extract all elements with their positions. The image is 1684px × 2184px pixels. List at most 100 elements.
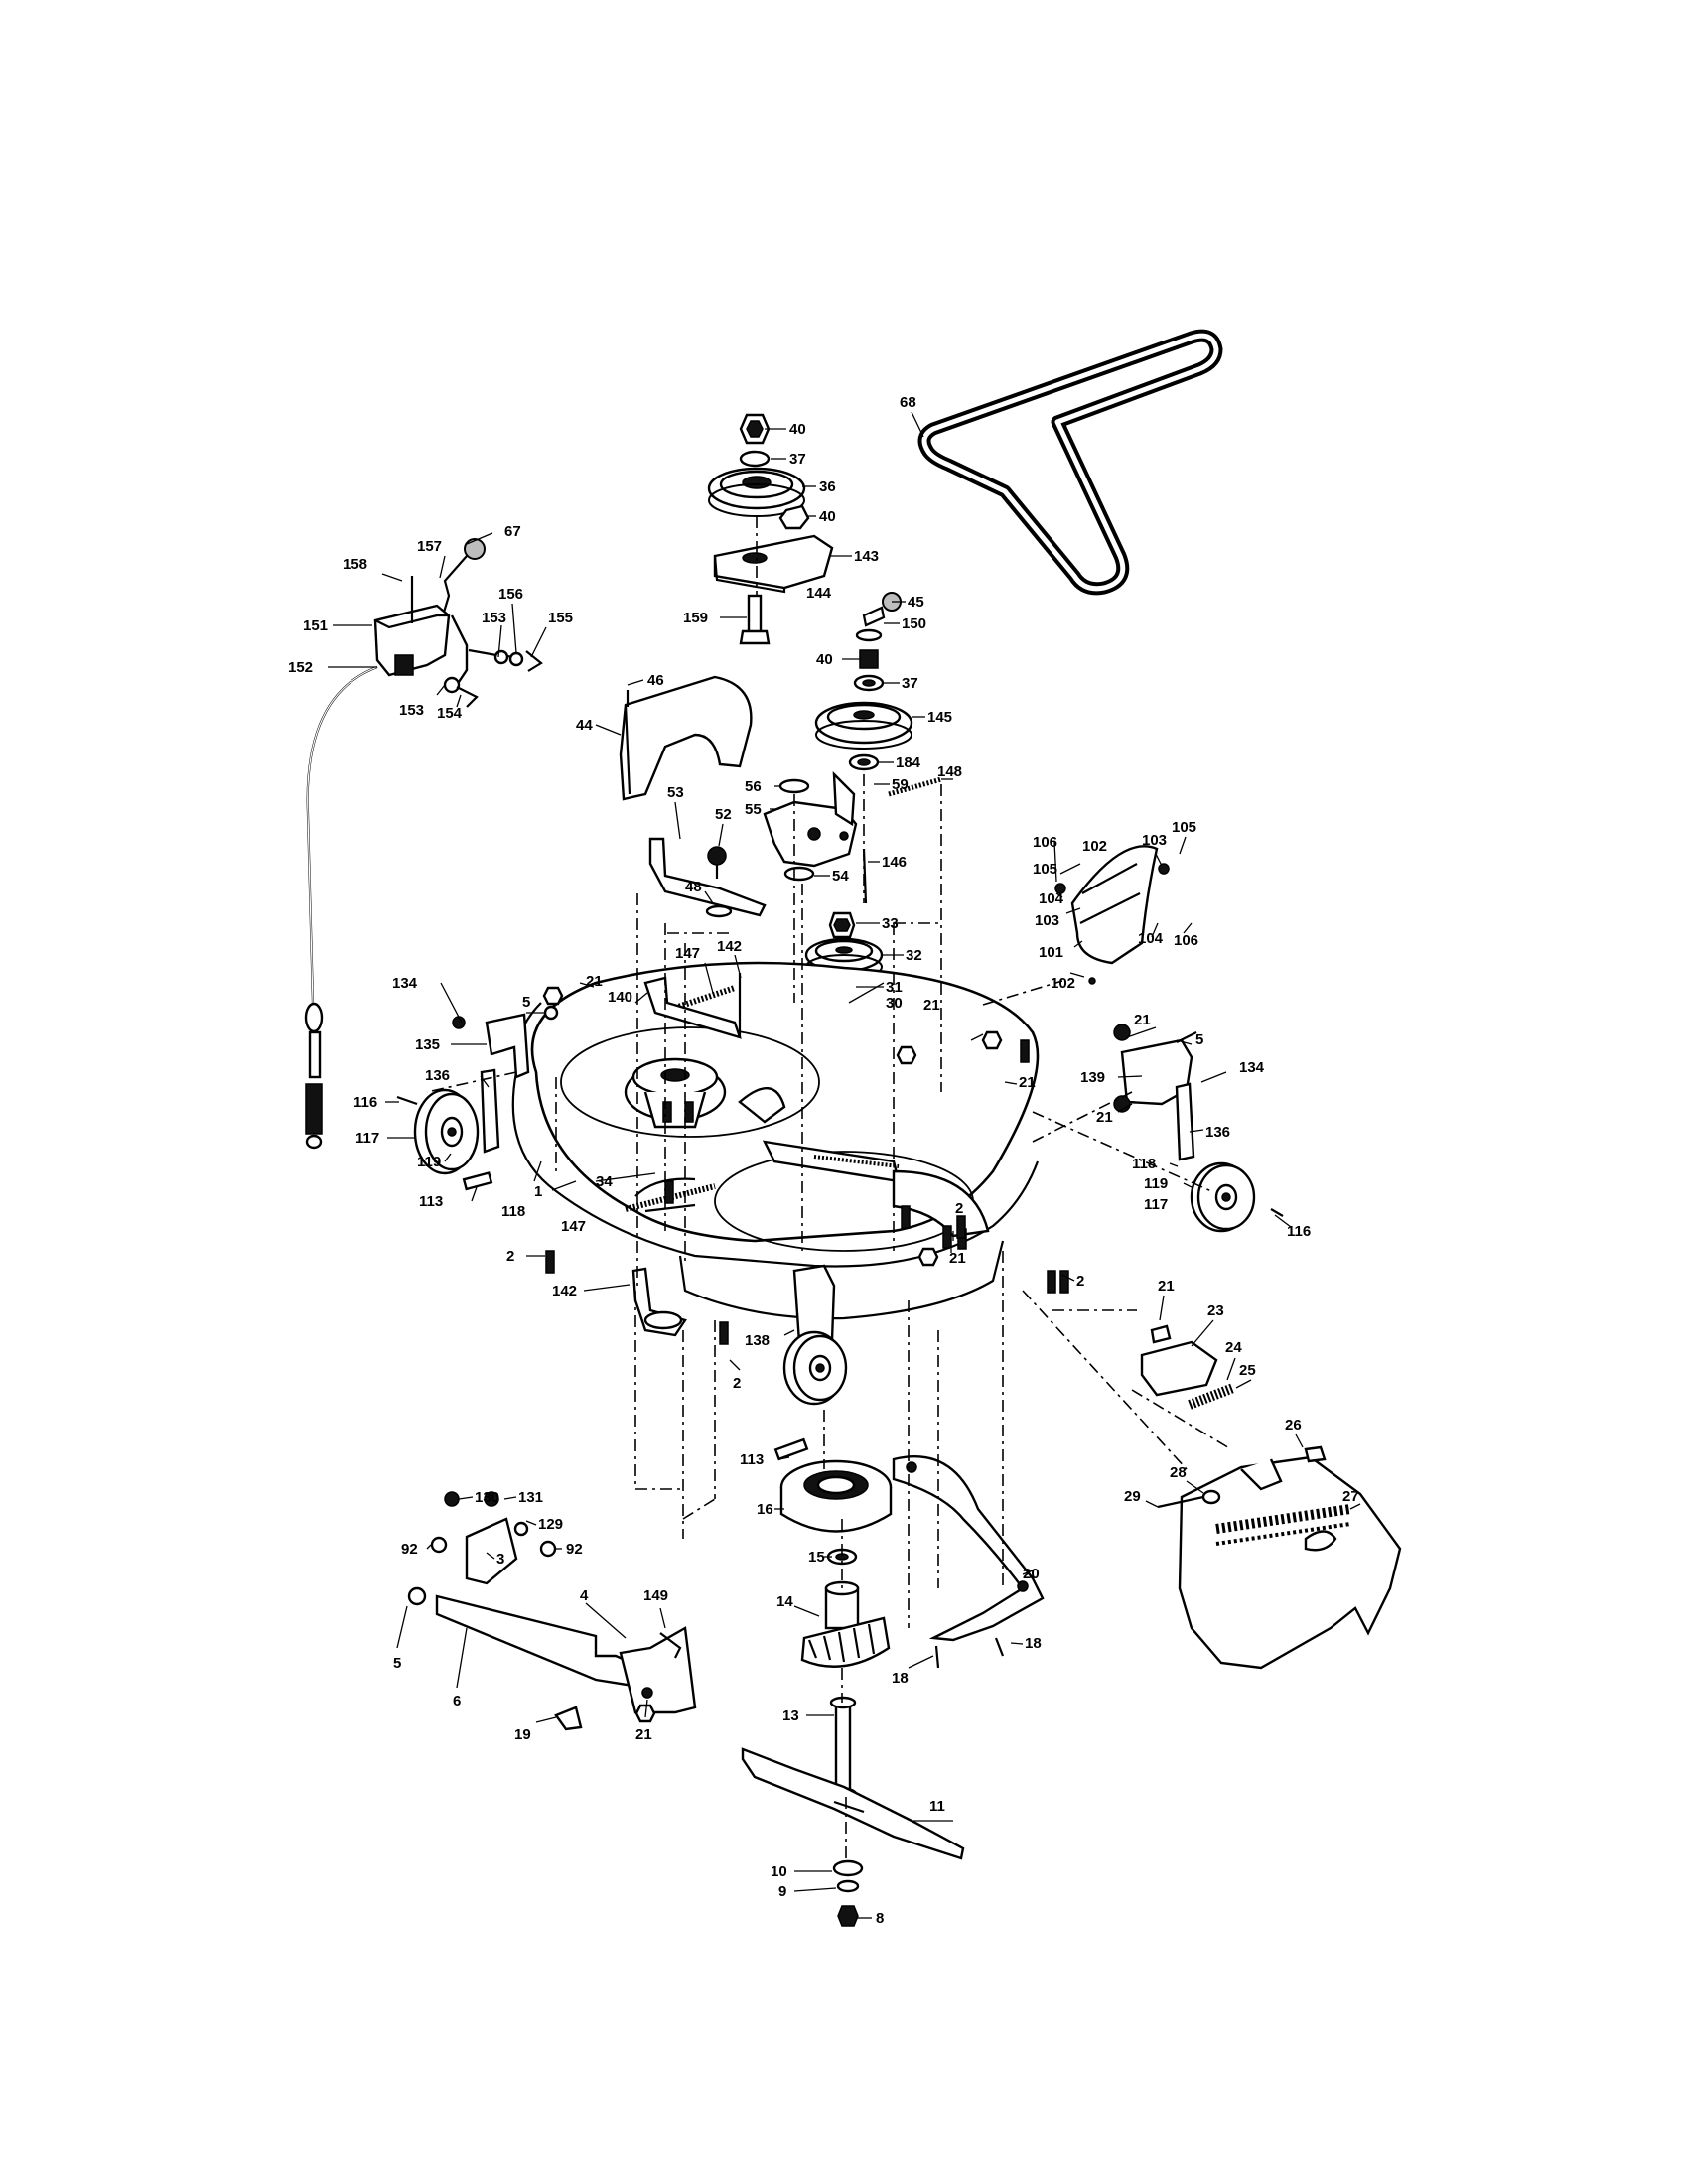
callout-134: 134	[392, 975, 418, 992]
callout-101: 101	[1039, 944, 1063, 961]
callout-45: 45	[908, 594, 924, 611]
leader-lines	[328, 411, 1361, 1919]
callout-113: 113	[740, 1451, 764, 1468]
callout-6: 6	[453, 1693, 461, 1709]
callout-146: 146	[882, 854, 907, 871]
callout-155: 155	[548, 610, 573, 626]
callout-92: 92	[401, 1541, 418, 1558]
callout-33: 33	[882, 915, 899, 932]
callout-11: 11	[929, 1798, 945, 1815]
callout-142: 142	[552, 1283, 577, 1299]
callout-21: 21	[923, 997, 940, 1014]
assembly-lines	[426, 516, 1232, 1861]
callout-23: 23	[1207, 1302, 1224, 1319]
callout-52: 52	[715, 806, 732, 823]
bracket-53	[648, 837, 767, 918]
callout-2: 2	[955, 1200, 963, 1217]
callout-21: 21	[1158, 1278, 1175, 1295]
callout-67: 67	[504, 523, 521, 540]
callout-9: 9	[778, 1883, 786, 1900]
callout-103: 103	[1035, 912, 1059, 929]
callout-29: 29	[1124, 1488, 1141, 1505]
callout-136: 136	[425, 1067, 450, 1084]
callout-8: 8	[876, 1910, 884, 1927]
lift-lever-assembly	[373, 538, 543, 708]
callout-2: 2	[1076, 1273, 1084, 1290]
callout-113: 113	[419, 1193, 443, 1210]
callout-21: 21	[586, 973, 603, 990]
callout-104: 104	[1039, 890, 1064, 907]
callout-5: 5	[1195, 1031, 1203, 1048]
callout-150: 150	[902, 615, 926, 632]
callout-labels: 68 40 37 36 40 143 144 159 45 150 40 37 …	[288, 394, 1359, 1927]
lower-link-assembly	[407, 1491, 697, 1731]
callout-55: 55	[745, 801, 762, 818]
callout-116: 116	[1287, 1223, 1311, 1240]
callout-116: 116	[353, 1094, 377, 1111]
callout-153: 153	[482, 610, 506, 626]
callout-149: 149	[643, 1587, 668, 1604]
callout-18: 18	[892, 1670, 909, 1687]
callout-13: 13	[782, 1707, 799, 1724]
callout-119: 119	[417, 1154, 441, 1170]
callout-102: 102	[1082, 838, 1107, 855]
callout-156: 156	[498, 586, 523, 603]
callout-21: 21	[949, 1250, 966, 1267]
callout-143: 143	[854, 548, 879, 565]
callout-34: 34	[596, 1173, 613, 1190]
callout-14: 14	[776, 1593, 793, 1610]
callout-136: 136	[1205, 1124, 1230, 1141]
callout-144: 144	[806, 585, 832, 602]
callout-159: 159	[683, 610, 708, 626]
callout-117: 117	[355, 1130, 379, 1147]
callout-15: 15	[808, 1549, 825, 1566]
callout-32: 32	[906, 947, 922, 964]
callout-152: 152	[288, 659, 313, 676]
callout-16: 16	[757, 1501, 773, 1518]
callout-28: 28	[1170, 1464, 1187, 1481]
callout-21: 21	[1096, 1109, 1113, 1126]
callout-36: 36	[819, 478, 836, 495]
callout-129: 129	[538, 1516, 563, 1533]
callout-2: 2	[506, 1248, 514, 1265]
callout-135: 135	[415, 1036, 440, 1053]
callout-10: 10	[771, 1863, 787, 1880]
callout-46: 46	[647, 672, 664, 689]
springs-147	[625, 985, 736, 1212]
callout-40: 40	[789, 421, 806, 438]
callout-2: 2	[733, 1375, 741, 1392]
callout-105: 105	[1172, 819, 1196, 836]
callout-54: 54	[832, 868, 849, 885]
callout-25: 25	[1239, 1362, 1256, 1379]
idler-assembly-top	[707, 413, 834, 645]
discharge-chute	[1157, 1445, 1402, 1670]
callout-18: 18	[1025, 1635, 1042, 1652]
callout-151: 151	[303, 617, 328, 634]
callout-102: 102	[1051, 975, 1075, 992]
callout-19: 19	[514, 1726, 531, 1743]
callout-131: 131	[518, 1489, 543, 1506]
right-wheel-assembly	[1113, 1024, 1284, 1233]
callout-106: 106	[1033, 834, 1057, 851]
callout-103: 103	[1142, 832, 1167, 849]
belt-guard	[619, 675, 753, 801]
mower-deck	[511, 961, 1040, 1320]
belt	[917, 329, 1223, 596]
callout-154: 154	[437, 705, 463, 722]
callout-5: 5	[522, 994, 530, 1011]
callout-30: 30	[886, 995, 903, 1012]
callout-59: 59	[892, 776, 909, 793]
callout-1: 1	[534, 1183, 542, 1200]
callout-24: 24	[1225, 1339, 1242, 1356]
callout-147: 147	[561, 1218, 586, 1235]
callout-153: 153	[399, 702, 424, 719]
callout-157: 157	[417, 538, 442, 555]
callout-21: 21	[1134, 1012, 1151, 1028]
left-wheel-assembly	[396, 1005, 559, 1191]
callout-27: 27	[1342, 1488, 1359, 1505]
callout-5: 5	[393, 1655, 401, 1672]
callout-37: 37	[902, 675, 918, 692]
callout-158: 158	[343, 556, 367, 573]
callout-26: 26	[1285, 1417, 1302, 1433]
